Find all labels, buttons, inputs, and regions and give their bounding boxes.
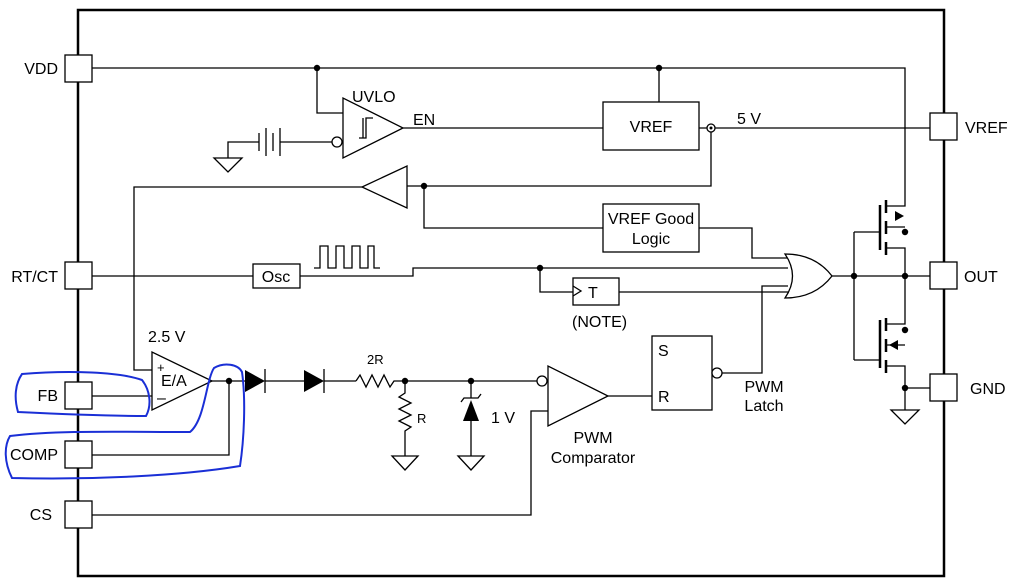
r1-label: R — [417, 411, 426, 426]
diode-icon — [245, 370, 265, 392]
ea-label: E/A — [161, 373, 187, 390]
ground-icon — [456, 455, 486, 471]
pin-rtct-label: RT/CT — [11, 269, 58, 286]
resistor-2r — [355, 373, 548, 389]
pin-fb-label: FB — [38, 388, 58, 405]
pin-out: OUT — [929, 261, 998, 290]
five-v-label: 5 V — [737, 111, 761, 128]
pin-cs-label: CS — [30, 507, 52, 524]
pin-cs: CS — [30, 500, 93, 529]
error-amplifier — [151, 350, 214, 412]
fb-annotation-outline — [14, 371, 151, 418]
vdd-rail — [92, 67, 906, 196]
high-side-mosfet — [886, 196, 906, 276]
uvlo-label: UVLO — [352, 89, 396, 106]
pwm-latch-label-2: Latch — [744, 398, 783, 415]
osc-block — [252, 263, 301, 289]
low-side-mosfet — [886, 276, 930, 389]
pin-vref: VREF — [929, 112, 1008, 141]
pin-fb: FB — [38, 381, 93, 410]
ea-minus: – — [157, 390, 166, 407]
ground-icon — [390, 455, 420, 471]
vref-good-label-2: Logic — [632, 231, 670, 248]
latch-s-label: S — [658, 343, 669, 360]
latch-r-label: R — [658, 389, 670, 406]
pin-out-label: OUT — [964, 269, 998, 286]
note-label: (NOTE) — [572, 314, 627, 331]
ea-plus: + — [157, 360, 165, 375]
vref-block — [602, 101, 700, 151]
or-gate — [783, 253, 833, 299]
ground-icon — [889, 409, 921, 425]
diode-icon — [304, 370, 324, 392]
pwm-comparator — [547, 364, 610, 428]
pin-gnd-label: GND — [970, 381, 1006, 398]
pwm-latch — [651, 335, 713, 411]
ground-icon — [212, 157, 244, 173]
pin-rtct: RT/CT — [11, 261, 93, 290]
en-label: EN — [413, 112, 435, 129]
pin-comp-label: COMP — [10, 447, 58, 464]
pin-vdd: VDD — [24, 54, 93, 83]
r2-label: 2R — [367, 352, 384, 367]
pwm-comp-label-1: PWM — [573, 430, 612, 447]
resistor-r — [397, 381, 413, 456]
osc-label: Osc — [262, 269, 290, 286]
pin-comp: COMP — [10, 440, 93, 469]
pwm-latch-label-1: PWM — [744, 379, 783, 396]
vref-block-label: VREF — [630, 119, 673, 136]
vref-buffer — [360, 164, 408, 210]
uvlo-comparator: UVLO EN — [331, 89, 435, 160]
comp-annotation-outline — [4, 363, 246, 480]
pin-gnd: GND — [929, 373, 1006, 402]
uvlo-vdd-wire — [316, 68, 343, 114]
clock-pulse-icon — [314, 245, 380, 269]
vref-good-logic-block — [602, 203, 700, 253]
pin-vref-label: VREF — [965, 120, 1008, 137]
chip-outline — [76, 8, 946, 578]
vref-good-label-1: VREF Good — [608, 211, 694, 228]
zener-diode-icon — [463, 400, 479, 421]
t-label: T — [588, 285, 598, 302]
pwm-comp-label-2: Comparator — [551, 450, 636, 467]
one-v-label: 1 V — [491, 410, 515, 427]
ref-2v5-label: 2.5 V — [148, 329, 186, 346]
pin-vdd-label: VDD — [24, 61, 58, 78]
